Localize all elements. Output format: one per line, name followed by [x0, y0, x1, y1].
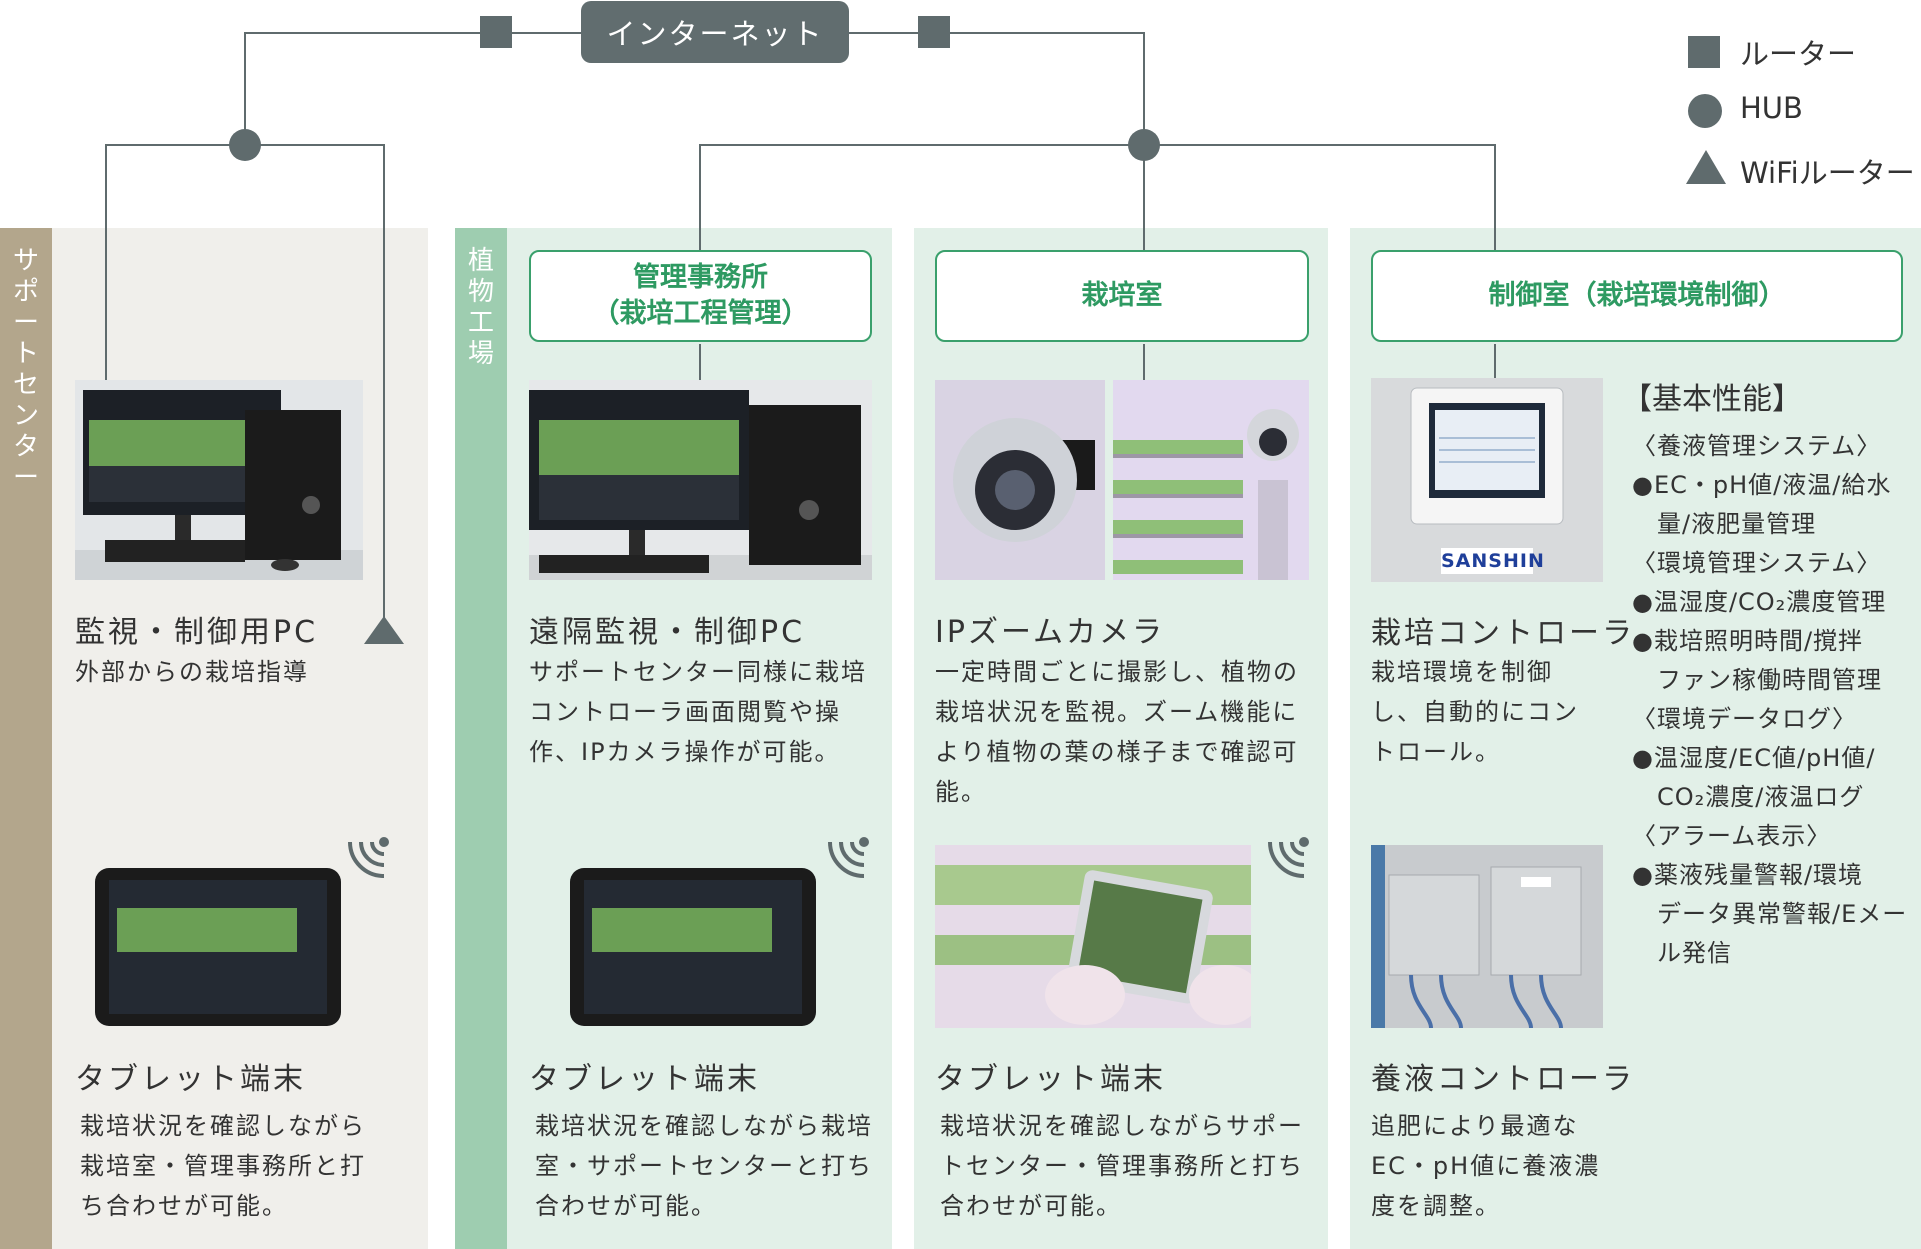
nutrient-controller-photo	[1371, 845, 1603, 1028]
room-tablet-desc: 栽培状況を確認しながらサポートセンター・管理事務所と打ち合わせが可能。	[940, 1112, 1304, 1220]
nutrient-title: 養液コントローラ	[1371, 1062, 1635, 1097]
hub-support-icon	[229, 129, 261, 161]
support-center-label: サポートセンター	[13, 246, 40, 493]
legend-router-label: ルーター	[1740, 37, 1857, 71]
office-header: 管理事務所 （栽培工程管理）	[529, 250, 872, 342]
hub-factory-icon	[1128, 129, 1160, 161]
office-pc-desc: サポートセンター同様に栽培コントローラ画面閲覧や操作、IPカメラ操作が可能。	[529, 658, 867, 766]
controller-desc: 栽培環境を制御し、自動的にコントロール。	[1371, 658, 1579, 766]
room-tablet-photo	[935, 845, 1251, 1028]
spec-heading: 【基本性能】	[1622, 382, 1802, 417]
spec-line: 〈アラーム表示〉	[1632, 822, 1832, 850]
spec-line: 量/液肥量管理	[1632, 510, 1817, 538]
spec-line: ル発信	[1632, 939, 1732, 967]
support-pc-desc: 外部からの栽培指導	[75, 658, 309, 686]
support-pc-title: 監視・制御用PC	[75, 615, 319, 650]
legend-hub-icon	[1688, 94, 1722, 128]
spec-line: 〈環境管理システム〉	[1632, 549, 1882, 577]
wifi-signal-icon	[1268, 837, 1309, 878]
legend-router-icon	[1688, 36, 1720, 68]
internet-label: インターネット	[581, 1, 849, 63]
camera-title: IPズームカメラ	[935, 615, 1166, 650]
spec-line: 〈養液管理システム〉	[1632, 432, 1882, 460]
wifi-router-icon	[364, 616, 404, 644]
controller-title: 栽培コントローラ	[1371, 616, 1635, 651]
spec-line: ●栽培照明時間/撹拌	[1632, 627, 1864, 655]
spec-line: ●温湿度/EC値/pH値/	[1632, 744, 1876, 772]
spec-line: ●薬液残量警報/環境	[1632, 861, 1864, 889]
legend-hub-label: HUB	[1740, 91, 1803, 125]
office-tablet-title: タブレット端末	[529, 1062, 760, 1097]
camera-desc: 一定時間ごとに撮影し、植物の栽培状況を監視。ズーム機能により植物の葉の様子まで確…	[935, 658, 1299, 806]
spec-line: ●温湿度/CO₂濃度管理	[1632, 588, 1887, 616]
wifi-signal-icon	[828, 837, 869, 878]
camera-photo-1	[935, 380, 1105, 580]
plant-factory-label: 植物工場	[468, 246, 495, 369]
router-left-icon	[480, 16, 512, 48]
router-right-icon	[918, 16, 950, 48]
support-pc-photo	[75, 380, 363, 580]
office-pc-title: 遠隔監視・制御PC	[529, 615, 806, 650]
support-tablet-photo	[95, 868, 341, 1026]
plant-factory-bar	[455, 228, 507, 1249]
office-tablet-photo	[570, 868, 816, 1026]
controller-brand: SANSHIN	[1441, 550, 1545, 572]
legend-wifi-label: WiFiルーター	[1740, 156, 1915, 190]
controller-photo	[1371, 378, 1603, 582]
spec-line: ファン稼働時間管理	[1632, 666, 1882, 694]
room-tablet-title: タブレット端末	[935, 1062, 1166, 1097]
control-room-header: 制御室（栽培環境制御）	[1371, 250, 1903, 342]
spec-line: ●EC・pH値/液温/給水	[1632, 471, 1892, 499]
spec-line: CO₂濃度/液温ログ	[1632, 783, 1865, 811]
support-tablet-desc: 栽培状況を確認しながら栽培室・管理事務所と打ち合わせが可能。	[80, 1112, 366, 1220]
wifi-signal-icon	[348, 837, 389, 878]
legend-wifi-icon	[1686, 150, 1726, 184]
office-tablet-desc: 栽培状況を確認しながら栽培室・サポートセンターと打ち合わせが可能。	[535, 1112, 873, 1220]
nutrient-desc: 追肥により最適なEC・pH値に養液濃度を調整。	[1371, 1112, 1601, 1220]
office-pc-photo	[529, 380, 872, 580]
support-center-bar	[0, 228, 52, 1249]
spec-line: データ異常警報/Eメー	[1632, 900, 1908, 928]
cultivation-room-header: 栽培室	[935, 250, 1309, 342]
spec-line: 〈環境データログ〉	[1632, 705, 1857, 733]
support-tablet-title: タブレット端末	[75, 1062, 306, 1097]
camera-photo-2	[1113, 380, 1309, 580]
